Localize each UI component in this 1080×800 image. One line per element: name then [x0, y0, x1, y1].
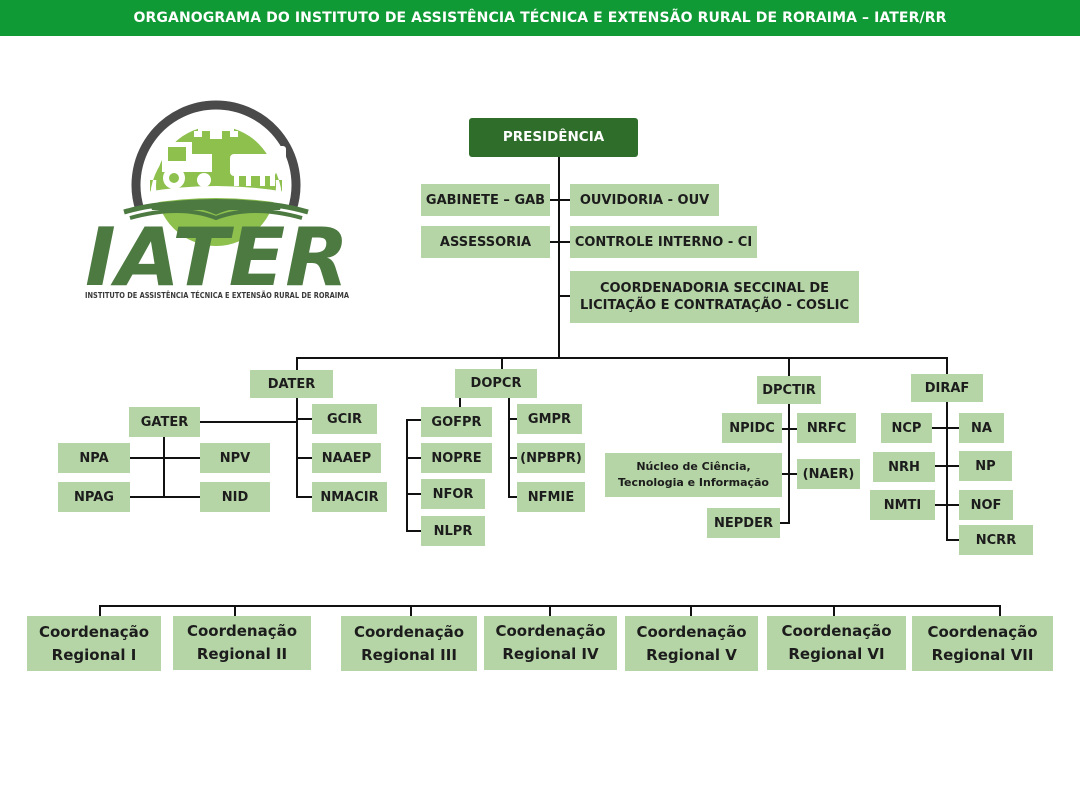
nof-box: NOF: [959, 490, 1013, 520]
page-title: ORGANOGRAMA DO INSTITUTO DE ASSISTÊNCIA …: [0, 0, 1080, 36]
npv-box: NPV: [200, 443, 270, 473]
naer-box: (NAER): [797, 459, 860, 489]
regional-label: Coordenação: [353, 622, 465, 641]
regional-name: Regional IV: [502, 645, 599, 663]
regional-label: Coordenação: [636, 622, 747, 641]
nfor-box: NFOR: [421, 479, 485, 509]
regional-name: Regional II: [196, 645, 288, 663]
nrh-box: NRH: [873, 452, 935, 482]
coslic-box: COORDENADORIA SECCINAL DE LICITAÇÃO E CO…: [570, 271, 859, 323]
coslic-line-1: COORDENADORIA SECCINAL DE: [599, 281, 830, 296]
nepder-box: NEPDER: [707, 508, 780, 538]
regional-2-box: Coordenação Regional II: [173, 616, 311, 670]
logo-wordmark: IATER: [85, 211, 349, 304]
regional-label: Coordenação: [186, 622, 298, 640]
npidc-box: NPIDC: [722, 413, 782, 443]
naaep-box: NAAEP: [312, 443, 381, 473]
regional-label: Coordenação: [495, 622, 606, 640]
regional-label: Coordenação: [781, 622, 892, 640]
diraf-box: DIRAF: [911, 374, 983, 402]
cow-icon: [230, 146, 286, 186]
assessoria-box: ASSESSORIA: [421, 226, 550, 258]
npa-box: NPA: [58, 443, 130, 473]
dopcr-box: DOPCR: [455, 369, 537, 398]
npbpr-box: (NPBPR): [517, 443, 585, 473]
ouvidoria-box: OUVIDORIA - OUV: [570, 184, 719, 216]
nucleo-line-1: Núcleo de Ciência,: [636, 460, 751, 473]
npag-box: NPAG: [58, 482, 130, 512]
regional-name: Regional VII: [931, 645, 1034, 664]
regional-3-box: Coordenação Regional III: [341, 616, 477, 671]
regional-name: Regional VI: [788, 645, 885, 663]
regional-name: Regional III: [361, 645, 457, 664]
np-box: NP: [959, 451, 1012, 481]
nlpr-box: NLPR: [421, 516, 485, 546]
logo-subtitle: INSTITUTO DE ASSISTÊNCIA TÉCNICA E EXTEN…: [85, 289, 350, 300]
nid-box: NID: [200, 482, 270, 512]
dater-box: DATER: [250, 370, 333, 398]
gofpr-box: GOFPR: [421, 407, 492, 437]
regional-5-box: Coordenação Regional V: [625, 616, 758, 671]
regional-1-box: Coordenação Regional I: [27, 616, 161, 671]
nmacir-box: NMACIR: [312, 482, 387, 512]
nfmie-box: NFMIE: [517, 482, 585, 512]
nucleo-box: Núcleo de Ciência, Tecnologia e Informaç…: [605, 453, 782, 497]
regional-6-box: Coordenação Regional VI: [767, 616, 906, 670]
tractor-icon: [162, 142, 212, 172]
ncrr-box: NCRR: [959, 525, 1033, 555]
regional-7-box: Coordenação Regional VII: [912, 616, 1053, 671]
gcir-box: GCIR: [312, 404, 377, 434]
regional-name: Regional V: [646, 645, 737, 664]
coslic-line-2: LICITAÇÃO E CONTRATAÇÃO - COSLIC: [579, 298, 850, 313]
nucleo-line-2: Tecnologia e Informação: [617, 476, 769, 489]
gater-box: GATER: [129, 407, 200, 437]
regional-4-box: Coordenação Regional IV: [484, 616, 617, 670]
regional-label: Coordenação: [927, 622, 1038, 641]
drone-icon: [194, 126, 238, 139]
dpctir-box: DPCTIR: [757, 376, 821, 404]
controle-interno-box: CONTROLE INTERNO - CI: [570, 226, 757, 258]
ncp-box: NCP: [881, 413, 932, 443]
na-box: NA: [959, 413, 1004, 443]
iater-logo: IATER INSTITUTO DE ASSISTÊNCIA TÉCNICA E…: [85, 100, 350, 304]
presidencia-box: PRESIDÊNCIA: [469, 118, 638, 157]
nmti-box: NMTI: [870, 490, 935, 520]
regional-name: Regional I: [51, 645, 137, 664]
nopre-box: NOPRE: [421, 443, 492, 473]
nrfc-box: NRFC: [797, 413, 856, 443]
regional-label: Coordenação: [38, 622, 150, 641]
gabinete-box: GABINETE – GAB: [421, 184, 550, 216]
gmpr-box: GMPR: [517, 404, 582, 434]
